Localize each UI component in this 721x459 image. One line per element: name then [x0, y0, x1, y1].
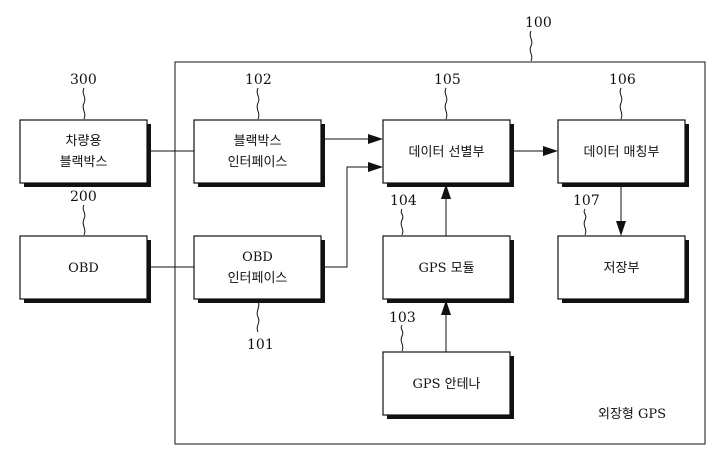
block-data-selector-line1: 데이터 선별부 — [409, 145, 485, 160]
block-blackbox-interface: 블랙박스 인터페이스 — [194, 120, 325, 187]
ref-label-300: 300 — [70, 72, 97, 88]
block-gps-antenna-line1: GPS 안테나 — [412, 377, 480, 392]
ref-label-107: 107 — [573, 193, 600, 209]
block-data-selector: 데이터 선별부 — [383, 120, 514, 187]
ref-leader-101 — [257, 301, 259, 332]
block-storage-line1: 저장부 — [604, 261, 640, 276]
block-obd-interface-line1: OBD — [242, 250, 273, 265]
block-obd: OBD — [20, 236, 151, 303]
block-gps-module: GPS 모듈 — [383, 236, 514, 303]
arrowhead-matcher-to-storage — [616, 221, 626, 236]
ref-label-104: 104 — [390, 193, 417, 209]
ref-leader-200 — [83, 205, 85, 235]
ref-leader-104 — [401, 209, 403, 235]
block-obd-line1: OBD — [68, 261, 99, 276]
ref-leader-105 — [445, 88, 447, 119]
block-vehicle-blackbox-line1: 차량용 — [66, 134, 102, 149]
block-storage: 저장부 — [558, 236, 689, 303]
ref-leader-103 — [401, 325, 403, 351]
ref-label-100: 100 — [525, 15, 552, 31]
block-obd-interface-line2: 인터페이스 — [228, 271, 288, 286]
external-gps-caption: 외장형 GPS — [598, 407, 666, 422]
block-data-matcher: 데이터 매칭부 — [558, 120, 689, 187]
ref-label-200: 200 — [70, 189, 97, 205]
ref-leader-107 — [584, 209, 586, 235]
arrowhead-blackbox-interface-to-selector — [368, 134, 383, 144]
arrowhead-obd-interface-to-selector — [368, 162, 383, 172]
block-blackbox-interface-line2: 인터페이스 — [228, 155, 288, 170]
ref-leader-100 — [530, 31, 532, 61]
ref-label-105: 105 — [434, 72, 461, 88]
ref-label-103: 103 — [389, 310, 416, 326]
block-gps-antenna: GPS 안테나 — [383, 352, 514, 419]
arrow-obd-interface-to-selector — [321, 167, 370, 267]
block-obd-interface: OBD 인터페이스 — [194, 236, 325, 303]
block-data-matcher-line1: 데이터 매칭부 — [584, 145, 660, 160]
block-blackbox-interface-line1: 블랙박스 — [234, 134, 282, 149]
arrowhead-selector-to-matcher — [543, 146, 558, 156]
ref-label-101: 101 — [247, 337, 274, 353]
ref-leader-106 — [620, 88, 622, 119]
ref-leader-102 — [257, 88, 259, 119]
block-vehicle-blackbox-line2: 블랙박스 — [60, 155, 108, 170]
ref-label-106: 106 — [609, 72, 636, 88]
block-vehicle-blackbox: 차량용 블랙박스 — [20, 120, 151, 187]
ref-leader-300 — [83, 88, 85, 119]
block-gps-module-line1: GPS 모듈 — [418, 261, 474, 276]
ref-label-102: 102 — [245, 72, 272, 88]
